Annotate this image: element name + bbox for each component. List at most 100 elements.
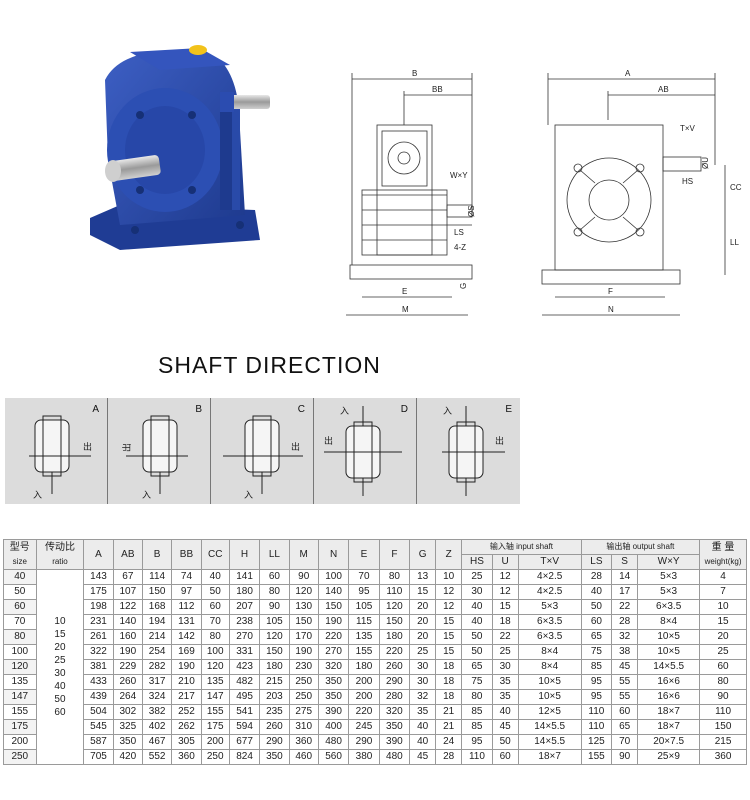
table-cell: 40 [409,719,437,735]
table-cell: 200 [348,689,380,705]
table-cell: 70 [200,614,230,630]
size-cell: 250 [3,749,37,765]
table-cell: 120 [378,599,411,615]
dim-label-n: N [608,305,614,314]
table-cell: 60 [491,749,519,765]
table-cell: 22 [491,629,519,645]
table-cell: 18 [491,614,519,630]
table-cell: 65 [580,629,613,645]
table-cell: 105 [348,599,380,615]
out-label-c: 出 [291,441,300,452]
table-cell: 6×3.5 [517,614,582,630]
table-cell: 14×5.5 [517,719,582,735]
table-cell: 40 [461,599,493,615]
table-cell: 8×4 [517,659,582,675]
table-cell: 214 [141,629,173,645]
table-cell: 112 [171,599,202,615]
table-cell: 460 [288,749,319,765]
table-cell: 32 [409,689,437,705]
panel-letter-e: E [505,404,512,415]
table-cell: 317 [141,674,173,690]
table-cell: 40 [491,704,519,720]
shaft-diagram-c: 出 入 [223,415,303,500]
table-cell: 32 [611,629,639,645]
size-cell: 50 [3,584,37,600]
table-cell: 130 [288,599,319,615]
table-cell: 7 [699,584,747,600]
table-cell: 18 [435,674,463,690]
table-cell: 80 [378,569,411,585]
table-cell: 504 [83,704,114,720]
table-cell: 12×5 [517,704,582,720]
header-col: F [378,539,411,570]
table-cell: 85 [461,719,493,735]
table-cell: 331 [228,644,261,660]
table-cell: 25 [409,644,437,660]
table-cell: 545 [83,719,114,735]
header-col-wxy: W×Y [637,554,701,570]
table-cell: 95 [580,674,613,690]
dim-label-txv: T×V [680,124,696,133]
table-cell: 100 [200,644,230,660]
table-cell: 180 [259,659,290,675]
table-cell: 15 [435,629,463,645]
table-cell: 16×6 [637,689,701,705]
table-cell: 150 [699,719,747,735]
shaft-panel-e: 入 出 E [417,398,520,504]
table-cell: 402 [141,719,173,735]
table-cell: 60 [611,704,639,720]
table-cell: 360 [699,749,747,765]
table-cell: 85 [461,704,493,720]
table-cell: 230 [288,659,319,675]
ratio-value: 25 [54,655,66,666]
shaft-diagram-e: 入 出 [442,406,505,496]
header-input-shaft: 输入轴 input shaft [461,539,582,555]
table-cell: 420 [112,749,143,765]
table-cell: 85 [580,659,613,675]
table-cell: 150 [378,614,411,630]
shaft-panel-c: 出 入 C [211,398,314,504]
table-cell: 110 [699,704,747,720]
header-col-hs: HS [461,554,493,570]
header-col: AB [112,539,143,570]
table-cell: 5×3 [517,599,582,615]
table-cell: 180 [228,584,261,600]
table-cell: 290 [259,734,290,750]
shaft-panel-a: 出 入 A [5,398,108,504]
table-cell: 180 [378,629,411,645]
table-cell: 147 [200,689,230,705]
table-cell: 35 [491,689,519,705]
table-cell: 18 [435,659,463,675]
out-label-e: 出 [495,435,504,446]
table-cell: 122 [112,599,143,615]
table-cell: 220 [378,644,411,660]
dim-label-4z: 4-Z [454,243,466,252]
table-cell: 18×7 [637,704,701,720]
table-cell: 260 [378,659,411,675]
table-cell: 55 [611,674,639,690]
table-cell: 60 [580,614,613,630]
dim-label-cc: CC [730,183,742,192]
table-cell: 90 [699,689,747,705]
table-cell: 160 [112,629,143,645]
table-cell: 4×2.5 [517,584,582,600]
table-cell: 350 [317,674,350,690]
table-cell: 360 [288,734,319,750]
table-cell: 380 [348,749,380,765]
table-cell: 190 [171,659,202,675]
table-cell: 10 [699,599,747,615]
table-cell: 45 [409,749,437,765]
table-cell: 74 [171,569,202,585]
table-cell: 50 [461,644,493,660]
table-cell: 6×3.5 [637,599,701,615]
table-cell: 95 [348,584,380,600]
header-col: BB [171,539,202,570]
dim-label-g: G [459,283,468,289]
